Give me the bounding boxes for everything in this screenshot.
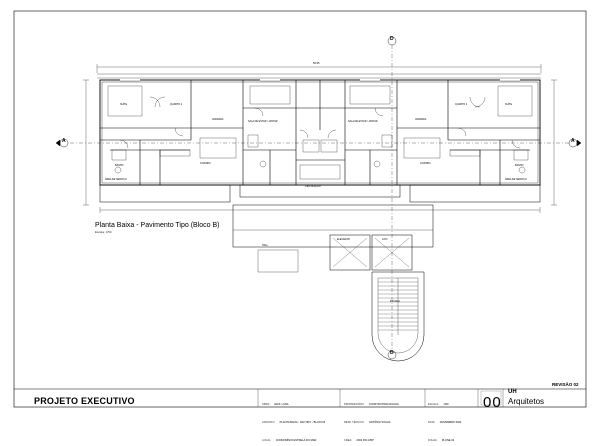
room-label-suite-left: SUÍTE (120, 103, 128, 106)
room-label-servico-left: ÁREA DE SERVIÇO (105, 178, 127, 181)
section-mark-top-letter: D (390, 36, 394, 42)
sheet-border (13, 10, 587, 408)
balconies (99, 184, 541, 203)
title-block-row: CREA: 2302 RN 4.887 (344, 439, 374, 442)
firm-logo (480, 390, 502, 406)
title-block-row: RESP. TÉCNICO: ANTÔNIO SOUZA (344, 421, 391, 424)
stair-steps (378, 281, 418, 331)
section-mark-left-letter: A (62, 138, 66, 144)
room-label-escada: ESCADA (390, 300, 400, 303)
drawing-sheet: D D A A 50.55 SUÍTE QUARTO 2 SUÍTE QUART… (13, 10, 587, 442)
room-label-quarto-left: QUARTO 2 (170, 103, 183, 106)
room-label-hall: HALL (262, 244, 268, 247)
room-label-lixo: LIXO (382, 238, 388, 241)
title-block-row: PROPRIETÁRIO: CONSTRUTORA ROCHA (344, 403, 399, 406)
windows (120, 79, 520, 82)
fixtures (107, 85, 533, 180)
project-title: PROJETO EXECUTIVO (34, 396, 135, 406)
revision-label: REVISÃO 02 (552, 382, 579, 387)
section-mark-right-letter: A (571, 138, 575, 144)
side-dimensions (83, 79, 557, 213)
interior-walls (100, 80, 540, 185)
title-block-row: OBRA: EDIF. LUNA (262, 403, 289, 406)
section-bubbles (55, 36, 582, 360)
room-label-quarto-right: QUARTO 2 (455, 103, 468, 106)
room-label-servico-right: ÁREA DE SERVIÇO (505, 178, 527, 181)
floor-plan-drawing (13, 10, 587, 408)
room-label-cozinha-left: COZINHA (200, 162, 211, 165)
room-label-elevador: ELEVADOR (337, 238, 350, 241)
room-label-sala-left: SALA DE ESTAR / JANTAR (248, 120, 278, 123)
title-block-column-1: OBRA: EDIF. LUNA ASSUNTO: PLANTA BAIXA -… (262, 392, 338, 446)
title-block-row: FOLHA: PLONE 04 (428, 439, 455, 442)
circulation-core (232, 204, 434, 273)
room-label-suite-right: SUÍTE (505, 103, 513, 106)
section-mark-bottom-letter: D (390, 350, 394, 356)
title-block-row: ASSUNTO: PLANTA BAIXA - PAV.TIPO - BLOCO… (262, 421, 326, 424)
plan-scale: Escala: 1/50 (95, 230, 112, 234)
title-block-row: DATA: NOVEMBRO 2022 (428, 421, 462, 424)
door-swings (119, 96, 521, 149)
room-label-varanda-left: VARANDA (212, 118, 224, 121)
title-block-row: ESCALA: 1/50 (428, 403, 449, 406)
firm-monogram: UH (508, 389, 517, 395)
firm-name: Arquitetos (508, 397, 545, 406)
room-label-banho-right: BANHO (515, 164, 524, 167)
overall-dimension-line (96, 64, 542, 79)
title-block-column-3: ESCALA: 1/50 DATA: NOVEMBRO 2022 FOLHA: … (428, 392, 478, 446)
title-block-row: LOCAL: CONDOMÍNIO ESTRELA DO MAR (262, 439, 317, 442)
room-label-varanda-right: VARANDA (415, 118, 427, 121)
room-label-sala-right: SALA DE ESTAR / JANTAR (348, 120, 378, 123)
sheet-number: 00 (483, 394, 502, 411)
plan-title: Planta Baixa - Pavimento Tipo (Bloco B) (95, 222, 220, 229)
room-label-cozinha-right: COZINHA (420, 162, 431, 165)
stair-tower (371, 271, 425, 362)
title-block-column-2: PROPRIETÁRIO: CONSTRUTORA ROCHA RESP. TÉ… (344, 392, 424, 446)
overall-dimension-text: 50.55 (313, 62, 320, 65)
room-label-banho-left: BANHO (115, 164, 124, 167)
room-label-circulacao: CIRCULAÇÃO (305, 185, 321, 188)
